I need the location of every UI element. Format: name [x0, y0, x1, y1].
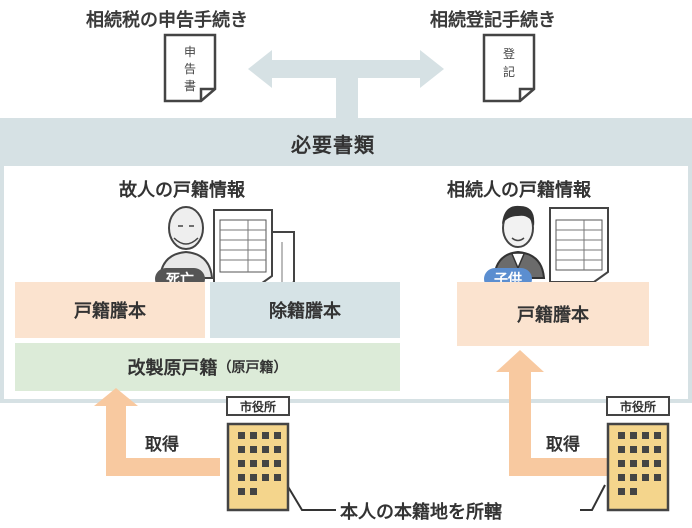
joseki-label: 除籍謄本 [269, 301, 341, 322]
city-hall-left: 市役所 [226, 396, 290, 514]
heir-koseki-box: 戸籍謄本 [457, 282, 649, 346]
kaisei-label: 改製原戸籍 [127, 358, 218, 379]
joseki-box: 除籍謄本 [210, 282, 400, 338]
building-icon [226, 422, 290, 512]
doc-char: 申 [183, 45, 196, 59]
deceased-koseki-box: 戸籍謄本 [15, 282, 205, 338]
kaisei-genkoseki-box: 改製原戸籍（原戸籍） [15, 343, 400, 391]
deceased-document-icon [213, 209, 295, 290]
left-orange-arrow-icon [94, 388, 220, 476]
leader-line-left [286, 484, 336, 511]
city-hall-sign: 市役所 [226, 396, 290, 416]
heir-illustration [492, 205, 609, 283]
city-hall-sign-text: 市役所 [239, 399, 276, 414]
obtain-label-left: 取得 [145, 435, 179, 455]
registration-document-icon: 登 記 [482, 33, 536, 103]
heir-section-title: 相続人の戸籍情報 [447, 180, 591, 201]
inheritance-tax-procedure-title: 相続税の申告手続き [86, 10, 248, 31]
doc-char: 記 [502, 65, 515, 79]
city-hall-sign-text: 市役所 [619, 399, 656, 414]
deceased-section-title: 故人の戸籍情報 [119, 180, 245, 201]
deceased-koseki-label: 戸籍謄本 [74, 301, 146, 322]
building-icon [606, 422, 670, 512]
right-orange-arrow-icon [496, 350, 610, 476]
young-man-icon [492, 205, 546, 279]
heir-document-icon [549, 207, 609, 283]
panel-title: 必要書類 [291, 133, 375, 157]
leader-line-right [580, 484, 606, 511]
obtain-label-right: 取得 [546, 435, 580, 455]
inheritance-registration-procedure-title: 相続登記手続き [430, 10, 556, 31]
city-hall-sign: 市役所 [606, 396, 670, 416]
tax-return-document-icon: 申 告 書 [163, 33, 217, 103]
doc-char: 告 [183, 62, 196, 76]
panel-header [0, 118, 692, 166]
city-hall-right: 市役所 [606, 396, 670, 514]
heir-koseki-label: 戸籍謄本 [517, 305, 589, 326]
kaisei-note: （原戸籍） [217, 360, 288, 376]
jurisdiction-label: 本人の本籍地を所轄 [340, 502, 502, 523]
doc-char: 書 [183, 79, 196, 93]
doc-char: 登 [502, 47, 515, 61]
